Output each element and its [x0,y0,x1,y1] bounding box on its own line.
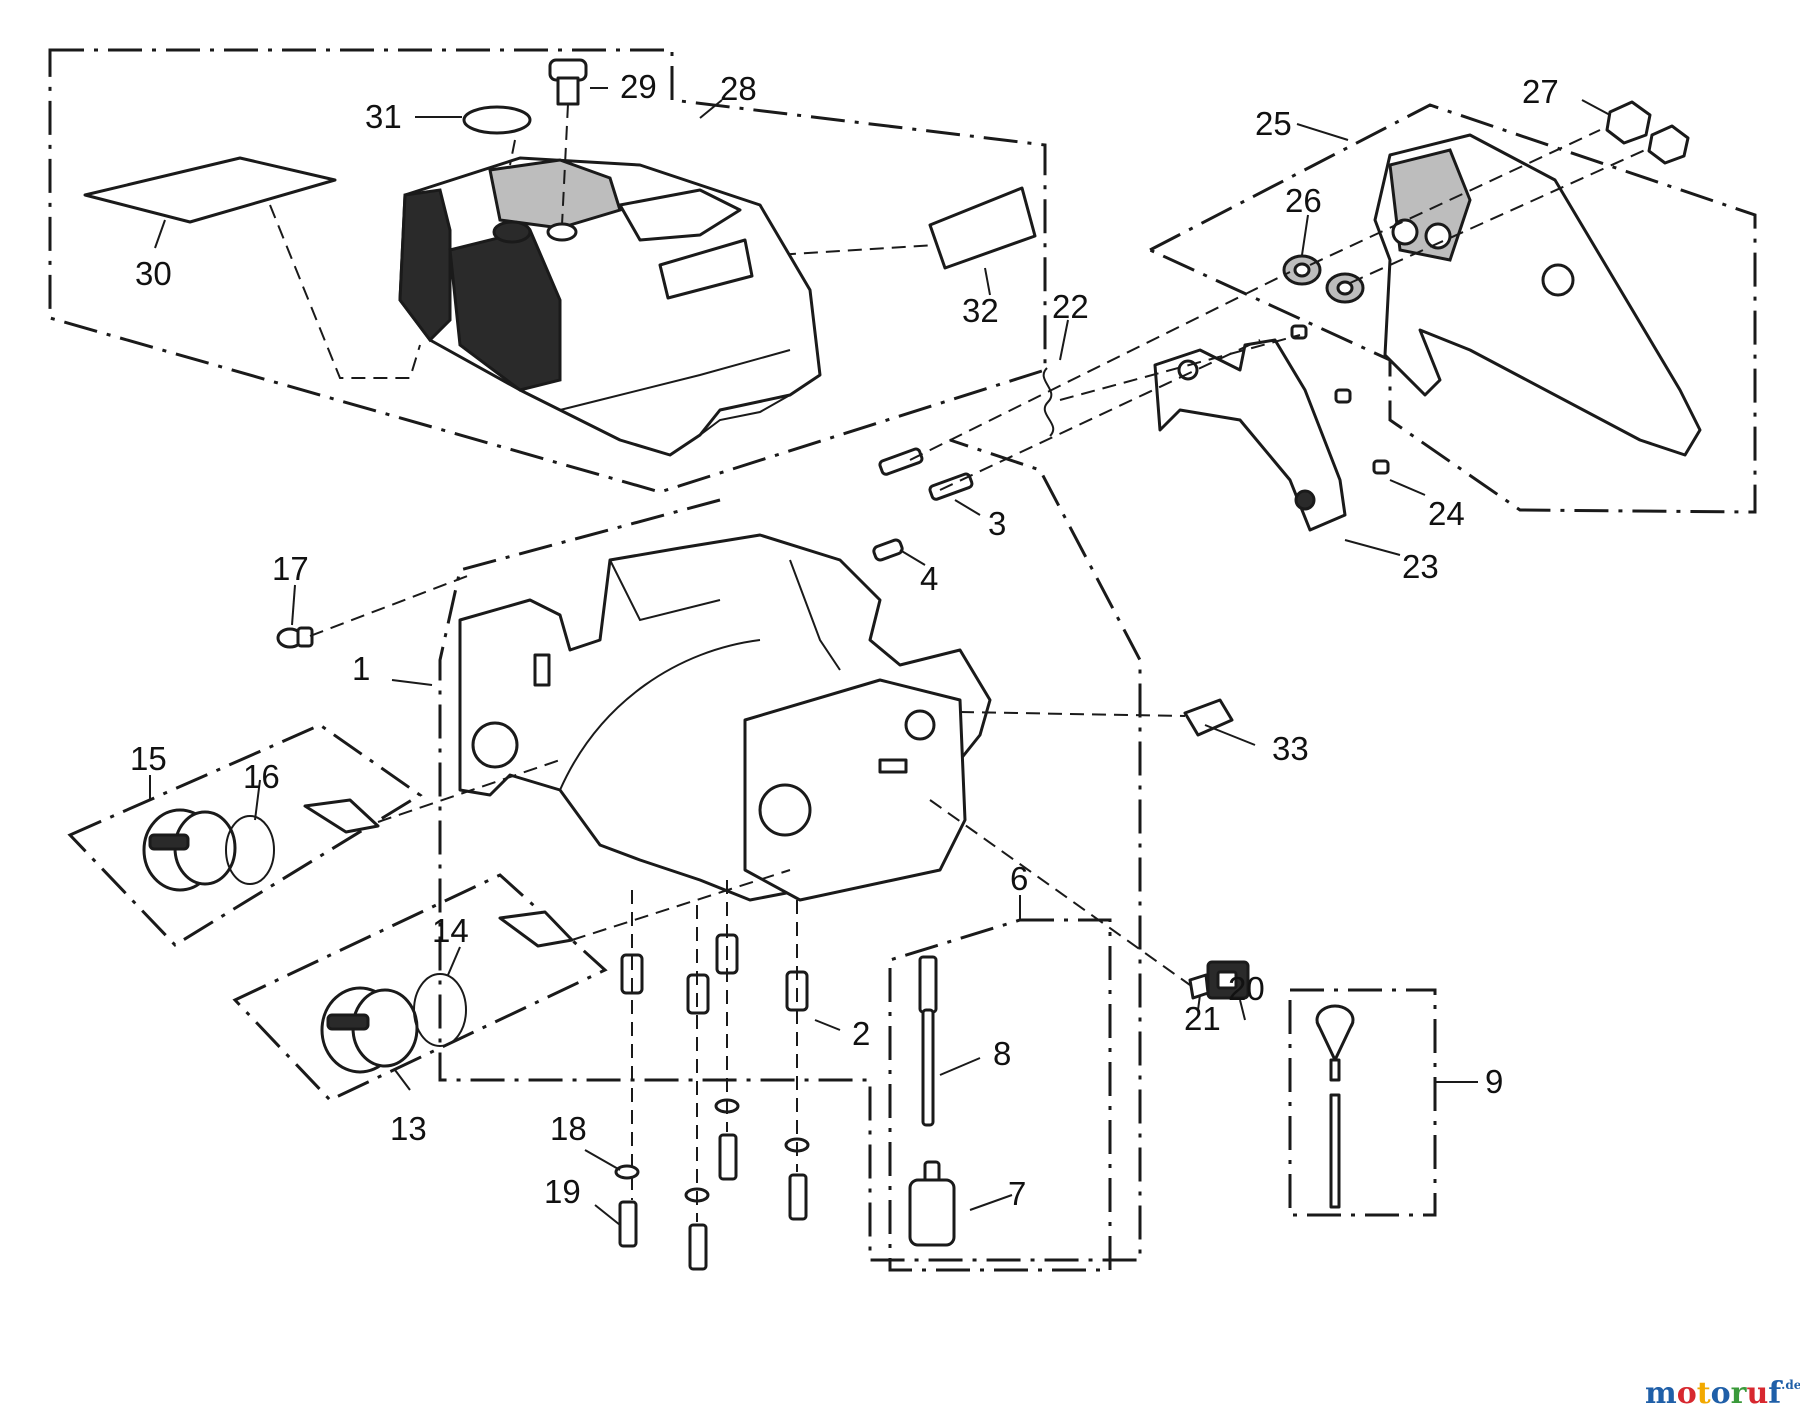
callout-24: 24 [1428,495,1465,532]
group-box-filter [1288,988,1437,1217]
callout-23: 23 [1402,548,1439,585]
assembly-lines [309,103,1646,1222]
part-30-decal [83,156,337,224]
part-16-retainer [303,798,380,834]
callout-16: 16 [243,758,280,795]
callout-29: 29 [620,68,657,105]
callout-9: 9 [1485,1063,1503,1100]
callout-14: 14 [432,912,469,949]
part-21-gasket [1188,973,1210,1000]
part-17-valve [276,626,314,649]
callout-33: 33 [1272,730,1309,767]
brand-letter-2: t [1697,1376,1711,1411]
part-23-bracket [1153,338,1347,532]
group-box-crankcase [438,438,1142,1262]
brand-letter-3: o [1711,1376,1731,1411]
part-27-nuts [1605,100,1690,165]
brand-letter-0: m [1645,1376,1677,1411]
part-14-o-ring [413,973,467,1047]
callout-6: 6 [1010,860,1028,897]
part-4-pin [872,538,904,562]
brand-wordmark: motoruf.de [1645,1376,1800,1411]
callout-27: 27 [1522,73,1559,110]
callout-3: 3 [988,505,1006,542]
part-24-screws [1290,324,1390,475]
part-19-bolts [618,1133,808,1271]
part-7-filter [908,1160,956,1247]
group-box-cap-lower [232,873,608,1102]
part-9-filler [1315,1004,1355,1209]
callout-2: 2 [852,1015,870,1052]
callout-18: 18 [550,1110,587,1147]
callout-22: 22 [1052,288,1089,325]
brand-letter-4: r [1731,1376,1748,1411]
part-18-washers [614,1098,810,1203]
callout-labels: 1 2 3 4 6 7 8 9 13 14 15 16 17 18 19 20 … [130,68,1559,1212]
callout-32: 32 [962,292,999,329]
part-8-oil-line [918,955,938,1127]
part-22-spring [1042,367,1055,437]
part-29-screw [548,58,588,106]
group-box-chain-cover [1146,103,1757,514]
part-28-top-cover [398,156,822,457]
decal-30-guide [269,204,421,379]
part-3-studs [878,447,974,501]
callout-20: 20 [1228,970,1265,1007]
callout-1: 1 [352,650,370,687]
part-2-sleeves [620,933,809,1015]
group-box-cover [48,48,1047,494]
group-box-oil-pump [888,918,1112,1272]
part-1-crankcase [458,533,992,902]
callout-28: 28 [720,70,757,107]
callout-7: 7 [1008,1175,1026,1212]
callout-30: 30 [135,255,172,292]
callout-17: 17 [272,550,309,587]
group-box-cap-upper [67,723,423,947]
part-25-chain-cover [1373,133,1702,457]
brand-suffix: .de [1781,1378,1800,1392]
callout-19: 19 [544,1173,581,1210]
callout-4: 4 [920,560,938,597]
callout-21: 21 [1184,1000,1221,1037]
callout-13: 13 [390,1110,427,1147]
callout-8: 8 [993,1035,1011,1072]
leader-lines [149,87,1611,1226]
brand-letter-1: o [1677,1376,1697,1411]
part-16-o-ring [225,815,275,885]
brand-letter-6: f [1768,1376,1783,1411]
brand-logo: motoruf.de [1645,1376,1800,1411]
part-32-decal [928,186,1037,270]
callout-26: 26 [1285,182,1322,219]
brand-letter-5: u [1746,1376,1768,1411]
callout-31: 31 [365,98,402,135]
callout-25: 25 [1255,105,1292,142]
callout-15: 15 [130,740,167,777]
part-14-retainer [498,910,574,948]
part-15-oil-cap [142,808,237,892]
part-13-fuel-cap [320,986,419,1074]
part-26-washers [1282,254,1365,304]
part-31-seal [462,105,532,135]
part-33-gasket [1183,698,1234,737]
